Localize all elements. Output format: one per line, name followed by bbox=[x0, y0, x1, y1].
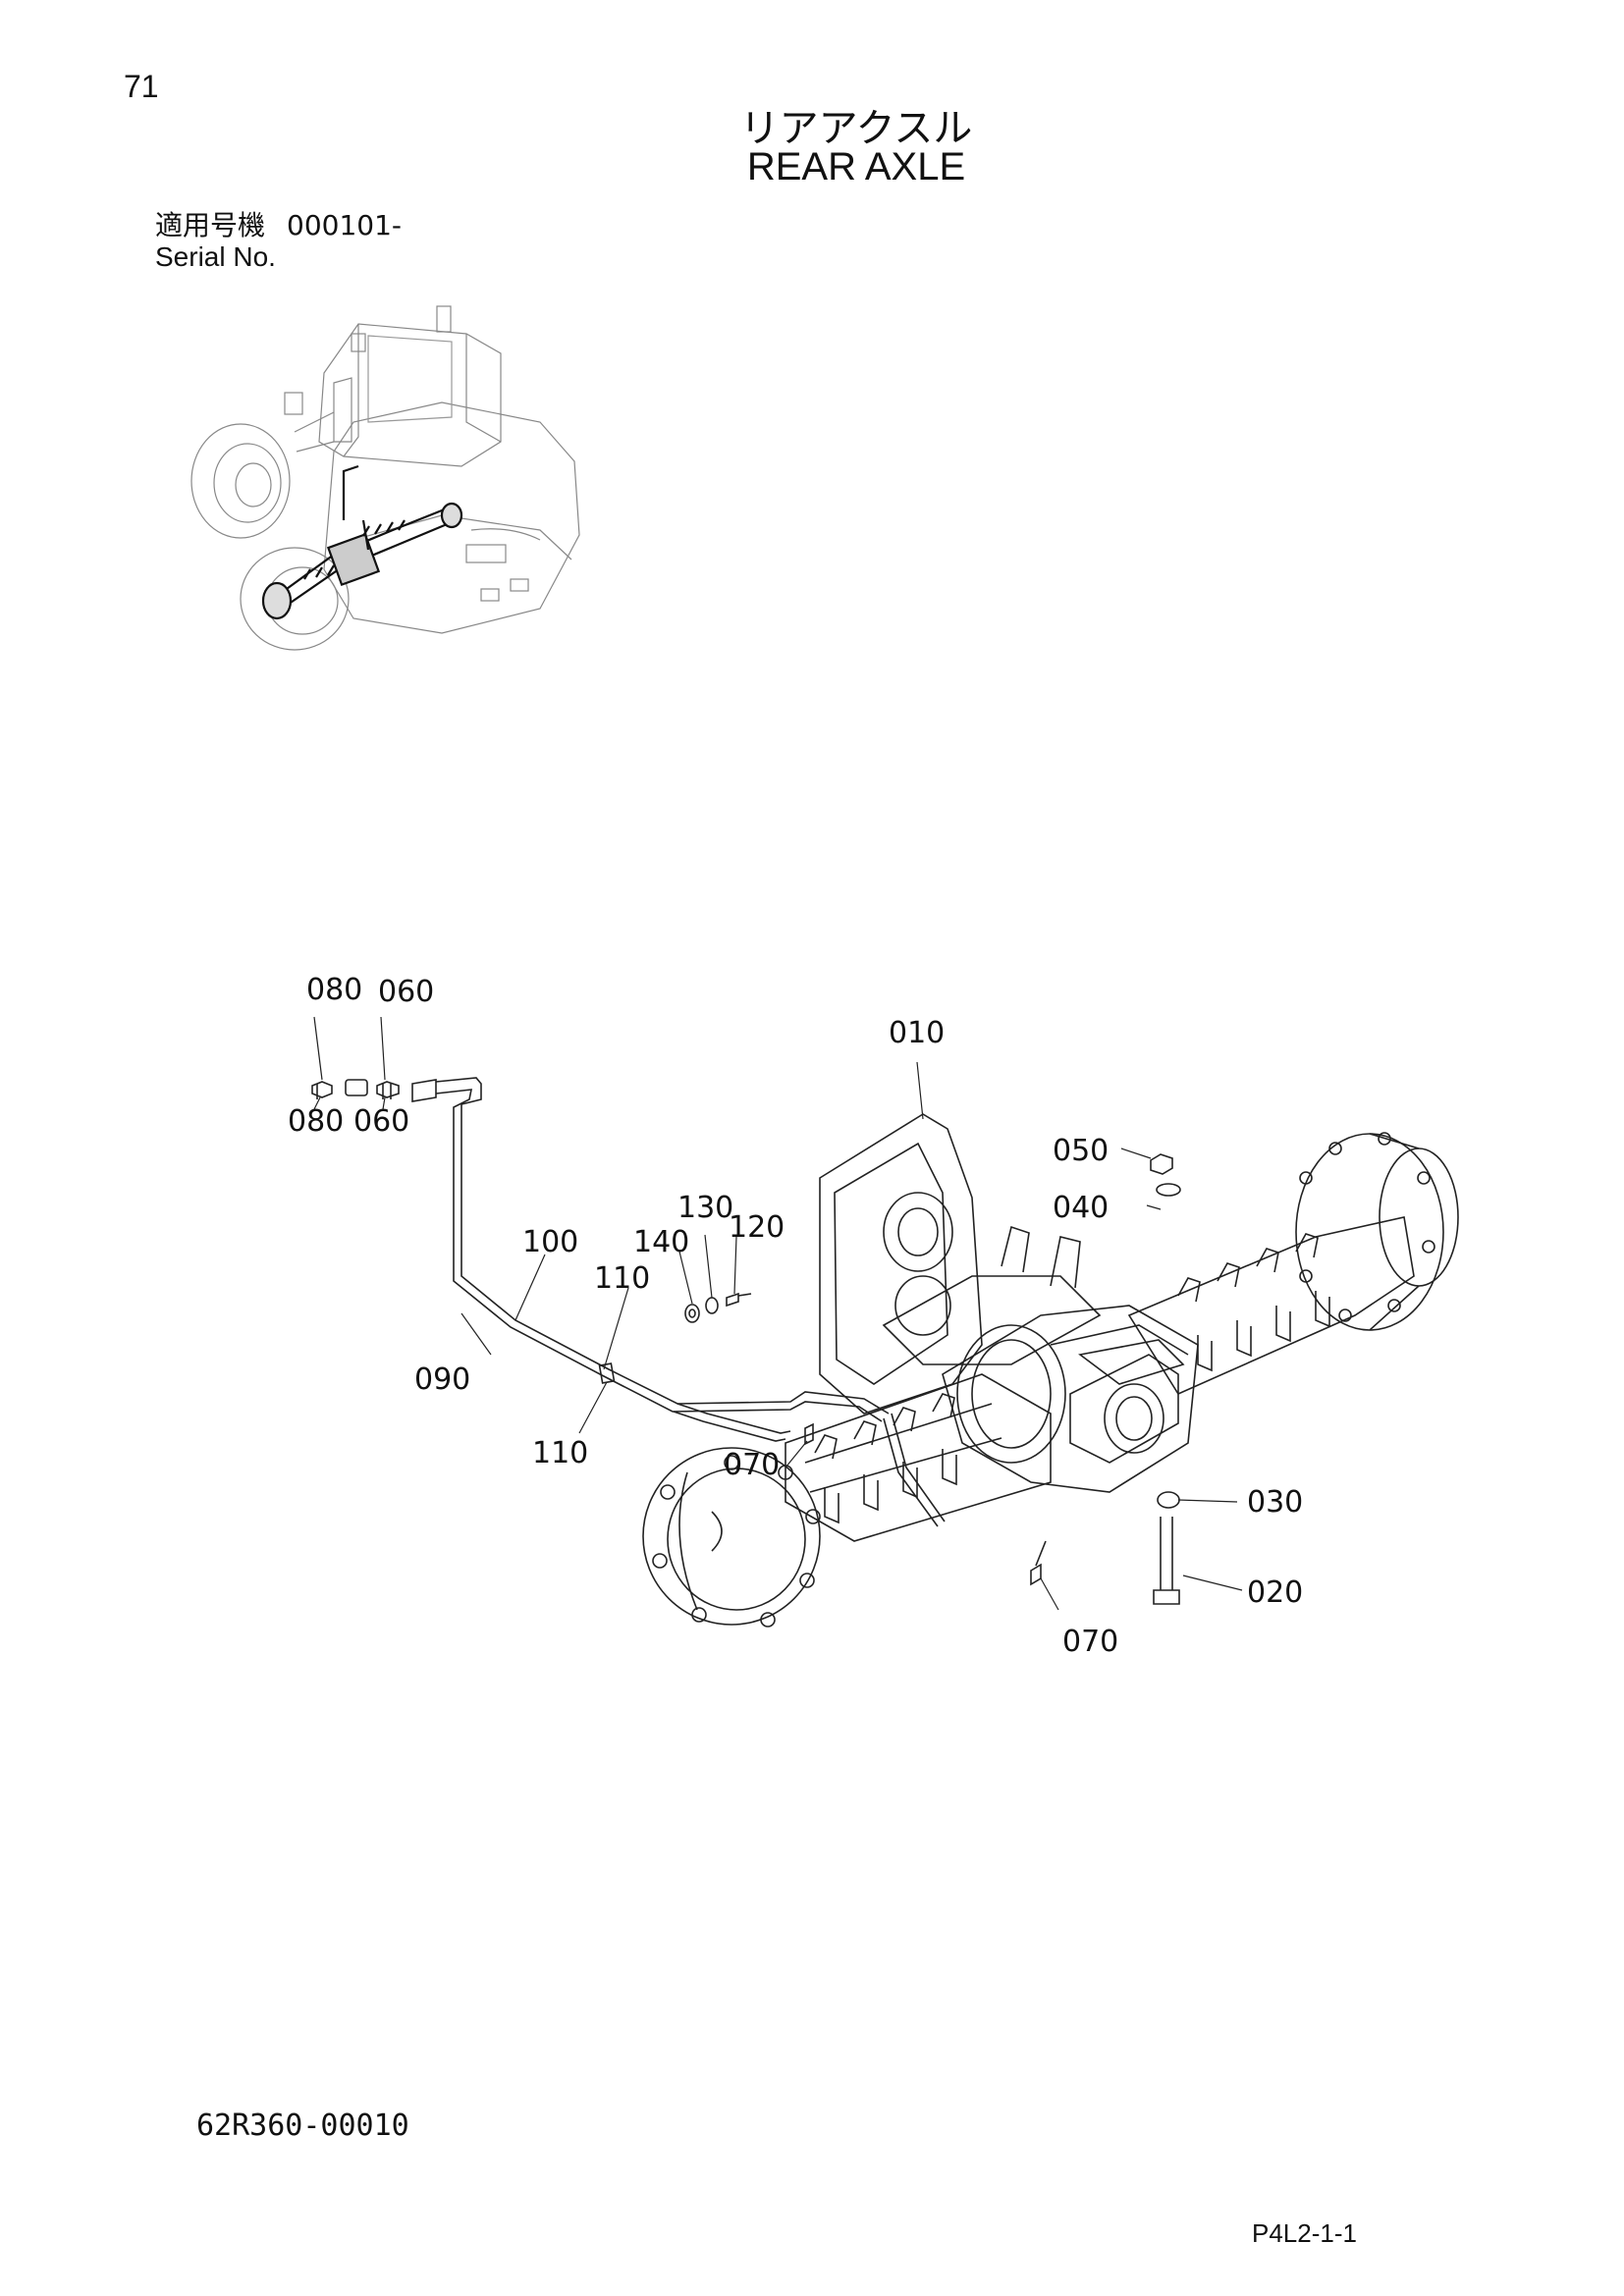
callout-070: 070 bbox=[724, 1448, 780, 1482]
machine-locator-illustration bbox=[190, 305, 580, 651]
nut-and-washer bbox=[1150, 1153, 1181, 1197]
callout-140: 140 bbox=[633, 1225, 689, 1259]
callout-070: 070 bbox=[1062, 1625, 1118, 1659]
bolt-and-washer bbox=[1153, 1491, 1180, 1605]
callout-120: 120 bbox=[729, 1210, 785, 1245]
callout-060: 060 bbox=[353, 1104, 409, 1139]
bolt-washer-set bbox=[684, 1292, 752, 1323]
callout-050: 050 bbox=[1053, 1134, 1109, 1168]
callout-060: 060 bbox=[378, 975, 434, 1009]
callout-130: 130 bbox=[677, 1191, 733, 1225]
callout-110: 110 bbox=[532, 1436, 588, 1470]
bolt-070-lower bbox=[1030, 1540, 1047, 1586]
callout-090: 090 bbox=[414, 1362, 470, 1397]
page-code: P4L2-1-1 bbox=[1252, 2218, 1357, 2248]
callout-010: 010 bbox=[889, 1016, 945, 1050]
serial-value: 000101- bbox=[287, 209, 403, 241]
brake-pipe-assembly bbox=[311, 1077, 946, 1527]
callout-080: 080 bbox=[306, 973, 362, 1007]
rear-axle-parts-diagram: 080 060 080 060 010 050 040 130 120 100 … bbox=[288, 973, 1459, 1659]
axle-housing bbox=[642, 1113, 1459, 1628]
page-title-japanese: リアアクスル bbox=[739, 106, 973, 151]
serial-label-japanese: 適用号機 bbox=[155, 209, 266, 241]
callout-080: 080 bbox=[288, 1104, 344, 1139]
serial-range: 適用号機 000101- bbox=[155, 204, 402, 243]
document-code: 62R360-00010 bbox=[196, 2109, 409, 2143]
bolt-070-upper bbox=[804, 1422, 814, 1446]
page-title-english: REAR AXLE bbox=[746, 145, 966, 188]
callout-100: 100 bbox=[522, 1225, 578, 1259]
callout-030: 030 bbox=[1247, 1485, 1303, 1520]
leader-lines bbox=[313, 1016, 1243, 1611]
page-number: 71 bbox=[124, 69, 159, 104]
callout-110: 110 bbox=[594, 1261, 650, 1296]
serial-label-english: Serial No. bbox=[155, 241, 276, 272]
callout-040: 040 bbox=[1053, 1191, 1109, 1225]
callout-020: 020 bbox=[1247, 1575, 1303, 1610]
